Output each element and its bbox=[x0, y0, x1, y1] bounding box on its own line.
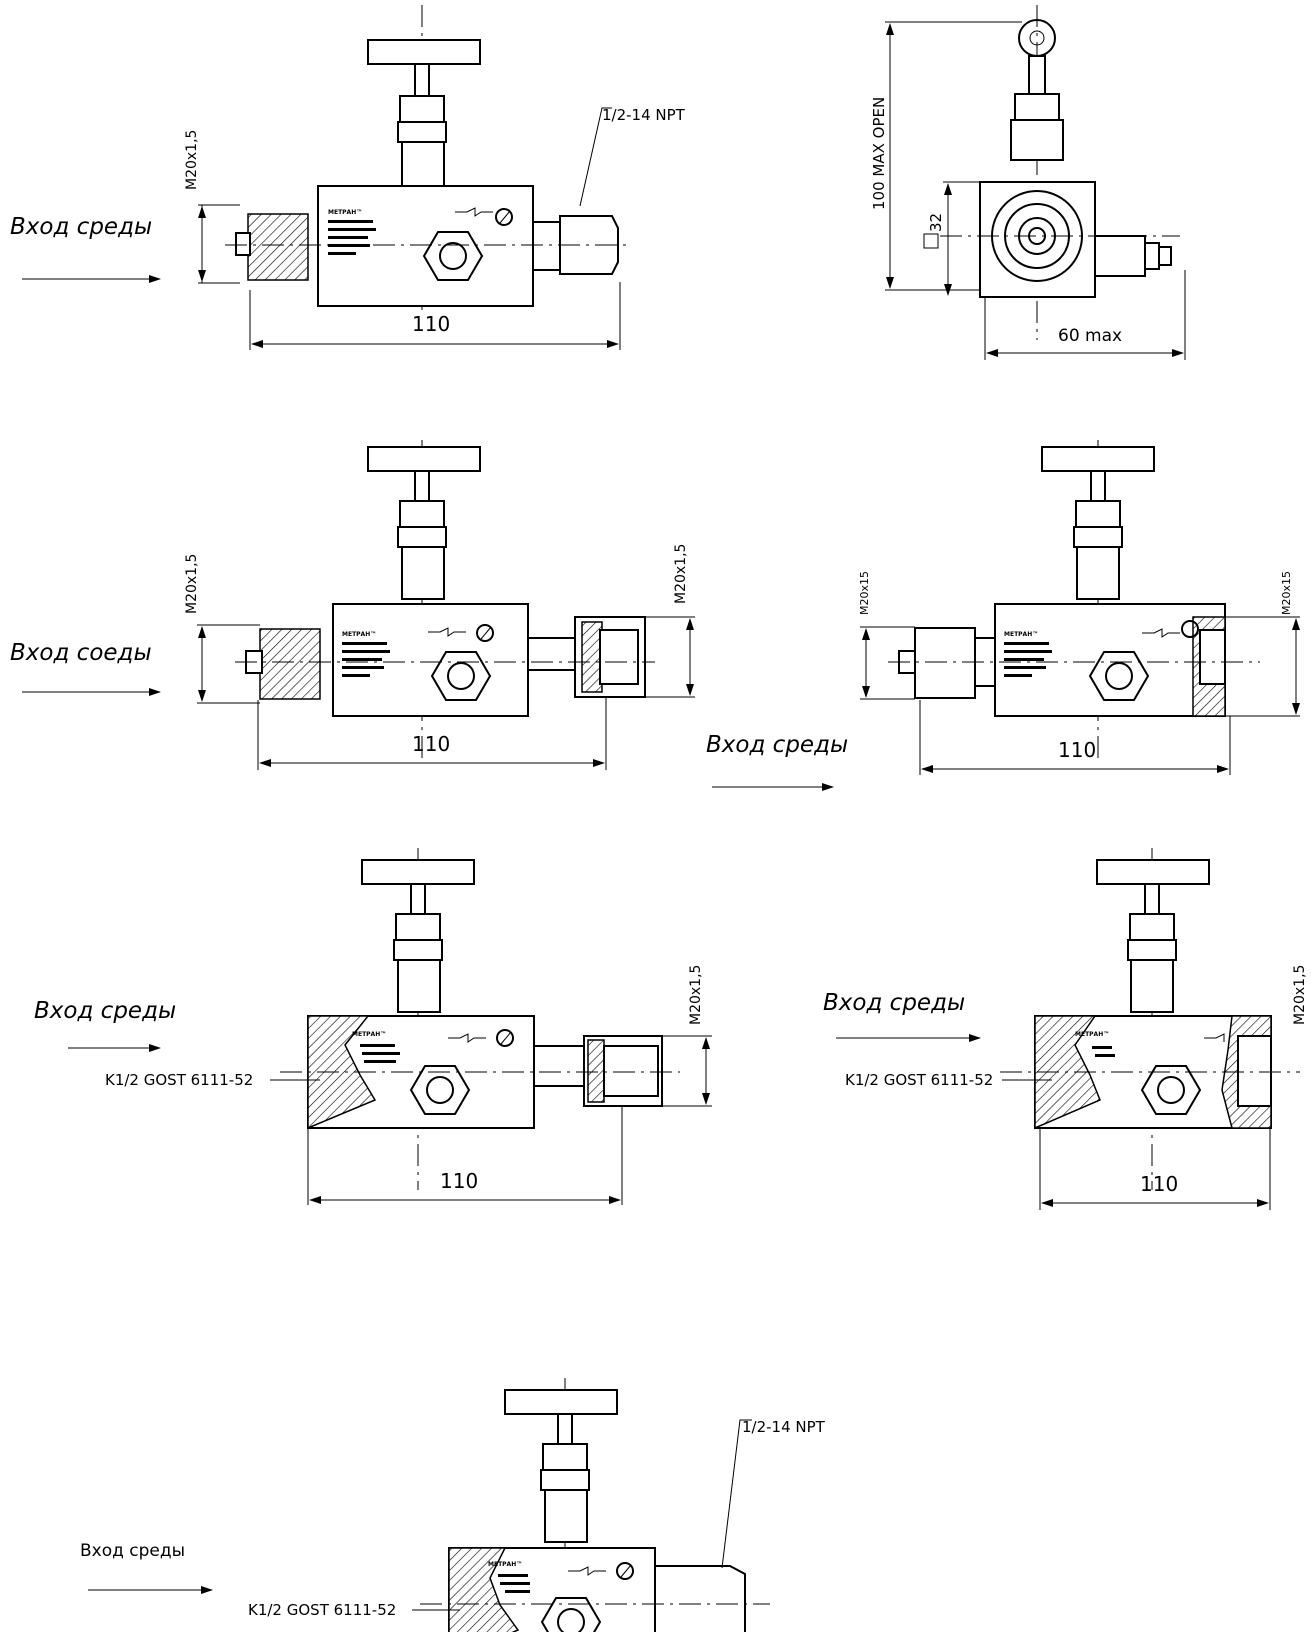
thread-label-k12-view6: K1/2 GOST 6111-52 bbox=[845, 1071, 993, 1089]
view-6-front: МЕТРАН™ bbox=[1000, 848, 1300, 1190]
view-7-front: МЕТРАН™ bbox=[420, 1378, 770, 1632]
thread-label-m20-left: M20x1,5 bbox=[184, 130, 200, 190]
view-2-dimensions: 100 MAX OPEN 32 60 max bbox=[870, 21, 1186, 360]
view-4-front: МЕТРАН™ bbox=[888, 440, 1260, 760]
view-1-front: МЕТРАН™ bbox=[225, 5, 630, 310]
thread-label-k12-view7: K1/2 GOST 6111-52 bbox=[248, 1601, 396, 1619]
dim-110-view4: 110 bbox=[1058, 738, 1096, 762]
inlet-label-view7: Вход среды bbox=[80, 1541, 185, 1561]
view-7-dimensions: 1/2-14 NPT K1/2 GOST 6111-52 Вход среды bbox=[80, 1418, 826, 1619]
view-3-dimensions: M20x1,5 M20x1,5 110 Вход соеды bbox=[10, 544, 695, 770]
thread-label-m20-left: M20x15 bbox=[858, 571, 871, 615]
dim-110-view6: 110 bbox=[1140, 1172, 1178, 1196]
brand-plate: МЕТРАН™ bbox=[342, 631, 376, 638]
thread-label-k12-view5: K1/2 GOST 6111-52 bbox=[105, 1071, 253, 1089]
brand-plate: МЕТРАН™ bbox=[1075, 1031, 1109, 1038]
dim-60-max: 60 max bbox=[1058, 326, 1122, 346]
thread-label-m20-right: M20x1,5 bbox=[1292, 965, 1308, 1025]
dim-square-32: 32 bbox=[927, 213, 945, 232]
dim-110-view1: 110 bbox=[412, 312, 450, 336]
thread-label-m20-right: M20x1,5 bbox=[688, 965, 704, 1025]
inlet-label-view1: Вход среды bbox=[10, 214, 152, 240]
inlet-label-view5: Вход среды bbox=[34, 998, 176, 1024]
dim-110-view3: 110 bbox=[412, 732, 450, 756]
dim-110-view5: 110 bbox=[440, 1169, 478, 1193]
brand-plate: МЕТРАН™ bbox=[488, 1561, 522, 1568]
thread-label-npt-view1: 1/2-14 NPT bbox=[602, 106, 686, 124]
brand-plate: МЕТРАН™ bbox=[352, 1031, 386, 1038]
view-6-dimensions: M20x1,5 110 K1/2 GOST 6111-52 Вход среды bbox=[823, 965, 1308, 1210]
view-5-front: МЕТРАН™ bbox=[280, 848, 680, 1190]
view-5-dimensions: M20x1,5 110 K1/2 GOST 6111-52 Вход среды bbox=[34, 965, 712, 1205]
thread-label-m20-right: M20x15 bbox=[1280, 571, 1293, 615]
inlet-label-view4: Вход среды bbox=[706, 732, 848, 758]
brand-plate: МЕТРАН™ bbox=[1004, 631, 1038, 638]
brand-plate: МЕТРАН™ bbox=[328, 209, 362, 216]
view-4-dimensions: M20x15 M20x15 110 Вход среды bbox=[706, 571, 1300, 791]
thread-label-m20-right: M20x1,5 bbox=[673, 544, 689, 604]
inlet-label-view3: Вход соеды bbox=[10, 640, 152, 666]
inlet-label-view6: Вход среды bbox=[823, 990, 965, 1016]
dim-100-max-open: 100 MAX OPEN bbox=[870, 97, 888, 210]
view-2-side bbox=[940, 5, 1180, 340]
thread-label-npt-view7: 1/2-14 NPT bbox=[742, 1418, 826, 1436]
view-3-front: МЕТРАН™ bbox=[235, 440, 655, 760]
view-1-dimensions: M20x1,5 110 1/2-14 NPT Вход среды bbox=[10, 106, 686, 350]
thread-label-m20-left: M20x1,5 bbox=[184, 554, 200, 614]
